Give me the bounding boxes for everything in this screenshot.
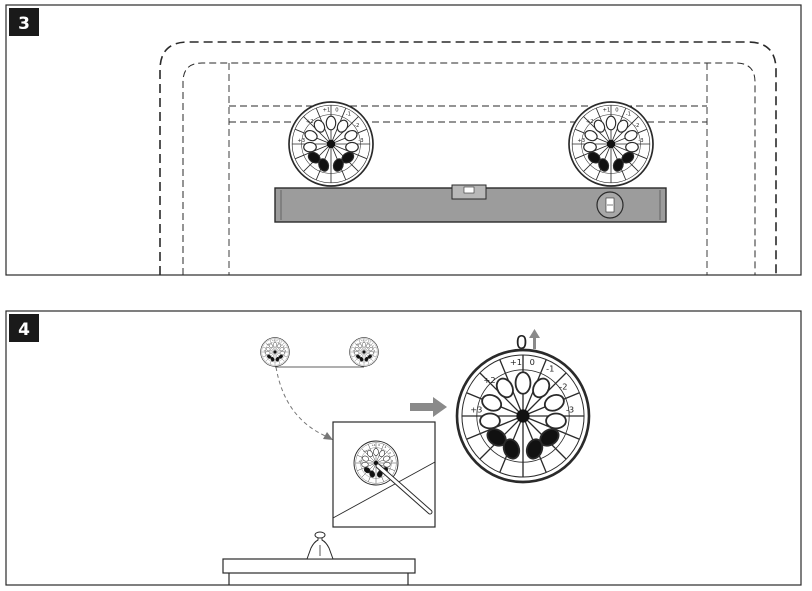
small-dial-left-icon	[260, 337, 290, 367]
adjustment-dial-left-icon	[288, 101, 374, 187]
step-3-panel: 3	[5, 4, 802, 276]
zero-position-label: 0	[516, 332, 527, 354]
spirit-level-icon	[274, 184, 667, 223]
cabinet-outline	[159, 41, 777, 275]
zoom-pointer	[275, 366, 333, 440]
step-3-badge: 3	[9, 8, 39, 36]
step-4-panel: 4	[5, 310, 802, 586]
arrow-right-icon	[410, 397, 447, 417]
arrow-up-icon	[529, 329, 540, 349]
pointer-tool-icon	[375, 463, 433, 515]
cabinet-base	[222, 531, 416, 585]
adjustment-foot-icon	[306, 531, 334, 560]
step-4-badge: 4	[9, 314, 39, 342]
step-4-number: 4	[18, 320, 30, 340]
zoom-detail-box	[332, 421, 436, 528]
adjustment-dial-right-icon	[568, 101, 654, 187]
large-dial-icon	[455, 348, 591, 484]
step-3-number: 3	[18, 14, 30, 34]
small-dial-right-icon	[349, 337, 379, 367]
